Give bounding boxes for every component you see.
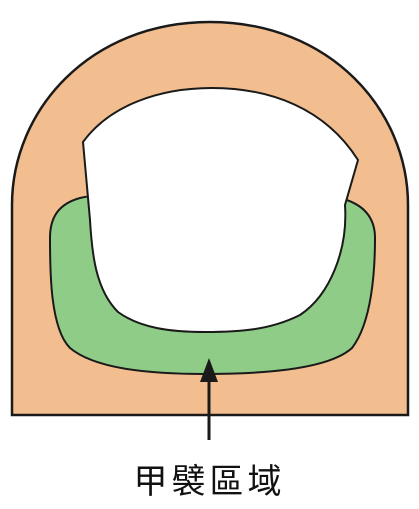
nailfold-region-label: 甲襞區域 [0,462,419,502]
nail-plate [83,88,358,332]
